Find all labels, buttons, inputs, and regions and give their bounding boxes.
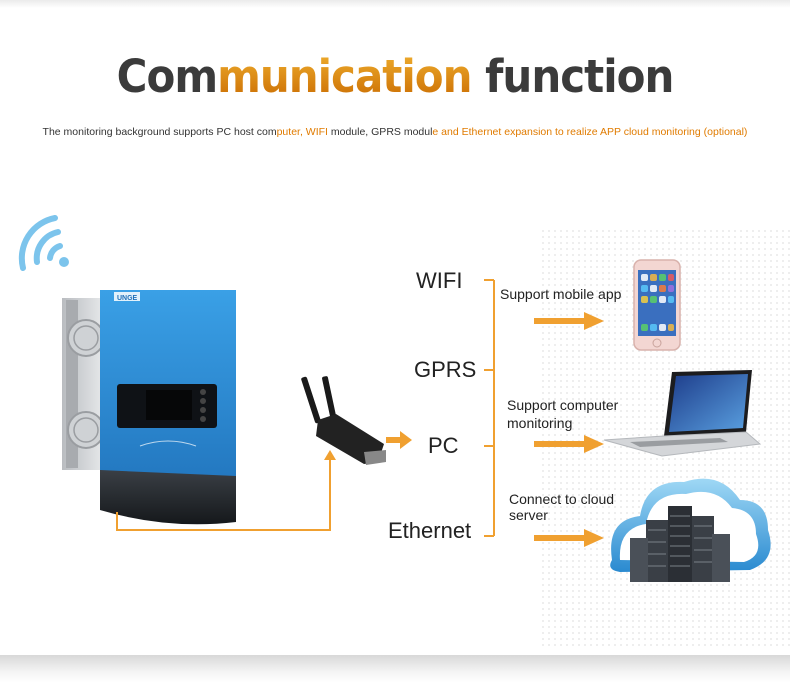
arrow-to-mobile (534, 312, 604, 330)
smartphone-icon (633, 259, 681, 351)
output-cloud-label: Connect to cloud server (509, 491, 615, 523)
arrow-to-cloud (534, 529, 604, 547)
node-gprs: GPRS (414, 357, 477, 382)
wifi-signal-icon (18, 215, 69, 271)
dongle-to-pc-arrow (386, 431, 412, 449)
wifi-dongle-icon (301, 376, 386, 465)
network-bracket (484, 279, 495, 537)
top-shadow (0, 0, 790, 8)
solar-controller-device (62, 290, 236, 525)
node-ethernet: Ethernet (388, 518, 472, 543)
cloud-server-icon (610, 478, 771, 582)
laptop-icon (603, 370, 762, 457)
output-computer-label: Support computer monitoring (507, 397, 619, 431)
device-to-dongle-line (116, 456, 331, 531)
node-pc: PC (428, 433, 459, 458)
page-subtitle: The monitoring background supports PC ho… (42, 126, 748, 138)
node-wifi: WIFI (416, 268, 463, 293)
device-brand-label: UNGE (117, 295, 138, 302)
page-title: Communication function (116, 50, 675, 103)
output-mobile-label: Support mobile app (500, 286, 622, 302)
arrowhead-up (324, 450, 336, 460)
arrow-to-computer (534, 435, 604, 453)
bottom-shadow (0, 655, 790, 683)
